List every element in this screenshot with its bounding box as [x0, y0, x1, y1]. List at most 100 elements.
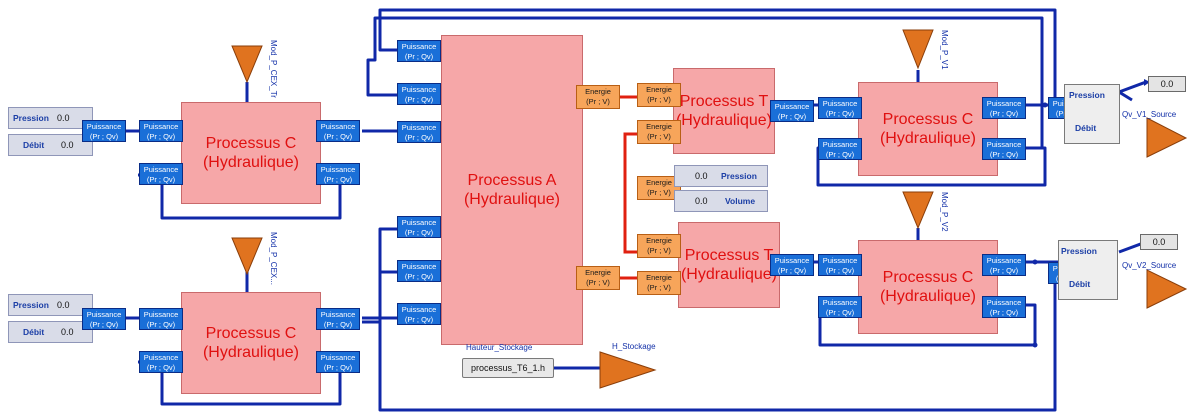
process-title: Processus T — [679, 92, 769, 110]
port-puissance-c2-in[interactable]: Puissance(Pr ; Qv) — [139, 308, 183, 330]
port-label: Puissance — [822, 99, 858, 108]
input-top-debit[interactable]: Débit 0.0 — [8, 134, 93, 156]
modulator-m4-label: Mod_P_V2 — [940, 192, 949, 232]
port-unit: (Pr ; Qv) — [146, 175, 176, 184]
port-puissance-c2-out[interactable]: Puissance(Pr ; Qv) — [316, 308, 360, 330]
source-v2-triangle[interactable] — [1146, 269, 1188, 309]
port-unit: (Pr ; Qv) — [404, 133, 434, 142]
port-energie-t1-in[interactable]: Energie(Pr ; V) — [637, 83, 681, 107]
modulator-m1-triangle[interactable] — [231, 45, 263, 84]
port-puissance-c3-out[interactable]: Puissance(Pr ; Qv) — [982, 97, 1026, 119]
port-unit: (Pr ; Qv) — [323, 175, 353, 184]
port-label: Energie — [646, 85, 672, 94]
storage-output-triangle[interactable] — [599, 351, 657, 389]
storage-source-box[interactable]: processus_T6_1.h — [462, 358, 554, 378]
process-subtitle: (Hydraulique) — [879, 130, 977, 147]
port-label: Puissance — [774, 102, 810, 111]
sensor-label: Débit — [1075, 123, 1097, 133]
sensor-label: Pression — [1061, 246, 1097, 256]
port-puissance-c3-bl[interactable]: Puissance(Pr ; Qv) — [818, 138, 862, 160]
port-puissance-c2-br[interactable]: Puissance(Pr ; Qv) — [316, 351, 360, 373]
output-v2-value: 0.0 — [1140, 234, 1178, 250]
tank-pression-display[interactable]: 0.0 Pression — [674, 165, 768, 187]
port-puissance-c4-out[interactable]: Puissance(Pr ; Qv) — [982, 254, 1026, 276]
port-puissance-c2-bl[interactable]: Puissance(Pr ; Qv) — [139, 351, 183, 373]
port-puissance-c1-br[interactable]: Puissance(Pr ; Qv) — [316, 163, 360, 185]
port-unit: (Pr ; Qv) — [825, 109, 855, 118]
input-bottom-pression[interactable]: Pression 0.0 — [8, 294, 93, 316]
port-puissance-a-3[interactable]: Puissance(Pr ; Qv) — [397, 121, 441, 143]
port-label: Puissance — [986, 140, 1022, 149]
port-puissance-t2-out[interactable]: Puissance(Pr ; Qv) — [770, 254, 814, 276]
label: Pression — [13, 300, 49, 310]
port-puissance-c3-in[interactable]: Puissance(Pr ; Qv) — [818, 97, 862, 119]
source-v1-label: Qv_V1_Source — [1122, 110, 1177, 119]
port-unit: (Pr ; Qv) — [989, 266, 1019, 275]
port-unit: (Pr ; V) — [647, 188, 671, 197]
modulator-m2-label: Mod_P_CEX... — [269, 232, 278, 285]
process-c-3[interactable]: Processus C (Hydraulique) — [858, 82, 998, 176]
port-puissance-c1-in-left[interactable]: Puissance(Pr ; Qv) — [82, 120, 126, 142]
modulator-m2-triangle[interactable] — [231, 237, 263, 276]
port-puissance-a-5[interactable]: Puissance(Pr ; Qv) — [397, 260, 441, 282]
port-puissance-c4-br[interactable]: Puissance(Pr ; Qv) — [982, 296, 1026, 318]
process-c-4[interactable]: Processus C (Hydraulique) — [858, 240, 998, 334]
sensor-label: Débit — [1069, 279, 1091, 289]
value: 0.0 — [695, 196, 708, 206]
port-puissance-a-4[interactable]: Puissance(Pr ; Qv) — [397, 216, 441, 238]
port-energie-t2-in[interactable]: Energie(Pr ; V) — [637, 271, 681, 295]
modulator-m3-triangle[interactable] — [902, 29, 934, 70]
wire-c2-a3 — [378, 270, 397, 322]
process-subtitle: (Hydraulique) — [202, 344, 300, 361]
port-puissance-c1-out[interactable]: Puissance(Pr ; Qv) — [316, 120, 360, 142]
port-puissance-a-1[interactable]: Puissance(Pr ; Qv) — [397, 40, 441, 62]
port-label: Puissance — [401, 123, 437, 132]
port-unit: (Pr ; Qv) — [323, 363, 353, 372]
port-label: Energie — [646, 122, 672, 131]
junction-1 — [1032, 259, 1038, 265]
process-a[interactable]: Processus A (Hydraulique) — [441, 35, 583, 345]
port-energie-a-bottom[interactable]: Energie(Pr ; V) — [576, 266, 620, 290]
port-label: Puissance — [143, 165, 179, 174]
process-c-2[interactable]: Processus C (Hydraulique) — [181, 292, 321, 394]
port-unit: (Pr ; Qv) — [146, 320, 176, 329]
sensor-v2[interactable]: Pression Débit — [1058, 240, 1118, 300]
source-v2-label: Qv_V2_Source — [1122, 261, 1177, 270]
port-unit: (Pr ; Qv) — [89, 132, 119, 141]
process-title: Processus A — [467, 171, 557, 189]
port-unit: (Pr ; Qv) — [825, 266, 855, 275]
port-unit: (Pr ; V) — [647, 132, 671, 141]
port-energie-t1-tank[interactable]: Energie(Pr ; V) — [637, 120, 681, 144]
port-puissance-a-2[interactable]: Puissance(Pr ; Qv) — [397, 83, 441, 105]
port-puissance-c1-in[interactable]: Puissance(Pr ; Qv) — [139, 120, 183, 142]
port-label: Puissance — [401, 42, 437, 51]
process-t-2[interactable]: Processus T (Hydraulique) — [678, 222, 780, 308]
junction-3 — [1032, 342, 1038, 348]
process-t-1[interactable]: Processus T (Hydraulique) — [673, 68, 775, 154]
port-puissance-t1-out[interactable]: Puissance(Pr ; Qv) — [770, 100, 814, 122]
input-bottom-debit[interactable]: Débit 0.0 — [8, 321, 93, 343]
port-puissance-a-6[interactable]: Puissance(Pr ; Qv) — [397, 303, 441, 325]
process-title: Processus C — [205, 324, 297, 342]
port-puissance-c3-br[interactable]: Puissance(Pr ; Qv) — [982, 138, 1026, 160]
source-v1-triangle[interactable] — [1146, 117, 1188, 158]
port-label: Puissance — [86, 310, 122, 319]
value: 0.0 — [57, 300, 70, 310]
port-energie-a-top[interactable]: Energie(Pr ; V) — [576, 85, 620, 109]
port-puissance-c2-in-left[interactable]: Puissance(Pr ; Qv) — [82, 308, 126, 330]
process-subtitle: (Hydraulique) — [680, 266, 778, 283]
port-label: Puissance — [986, 298, 1022, 307]
sensor-v1[interactable]: Pression Débit — [1064, 84, 1120, 144]
port-puissance-c4-in[interactable]: Puissance(Pr ; Qv) — [818, 254, 862, 276]
port-puissance-c4-bl[interactable]: Puissance(Pr ; Qv) — [818, 296, 862, 318]
port-unit: (Pr ; Qv) — [825, 150, 855, 159]
modulator-m4-triangle[interactable] — [902, 191, 934, 230]
process-c-1[interactable]: Processus C (Hydraulique) — [181, 102, 321, 204]
input-top-pression[interactable]: Pression 0.0 — [8, 107, 93, 129]
tank-volume-display[interactable]: 0.0 Volume — [674, 190, 768, 212]
process-subtitle: (Hydraulique) — [202, 154, 300, 171]
port-puissance-c1-bl[interactable]: Puissance(Pr ; Qv) — [139, 163, 183, 185]
port-energie-tank[interactable]: Energie(Pr ; V) — [637, 176, 681, 200]
storage-label: Hauteur_Stockage — [466, 343, 533, 352]
port-energie-t2-tank[interactable]: Energie(Pr ; V) — [637, 234, 681, 258]
